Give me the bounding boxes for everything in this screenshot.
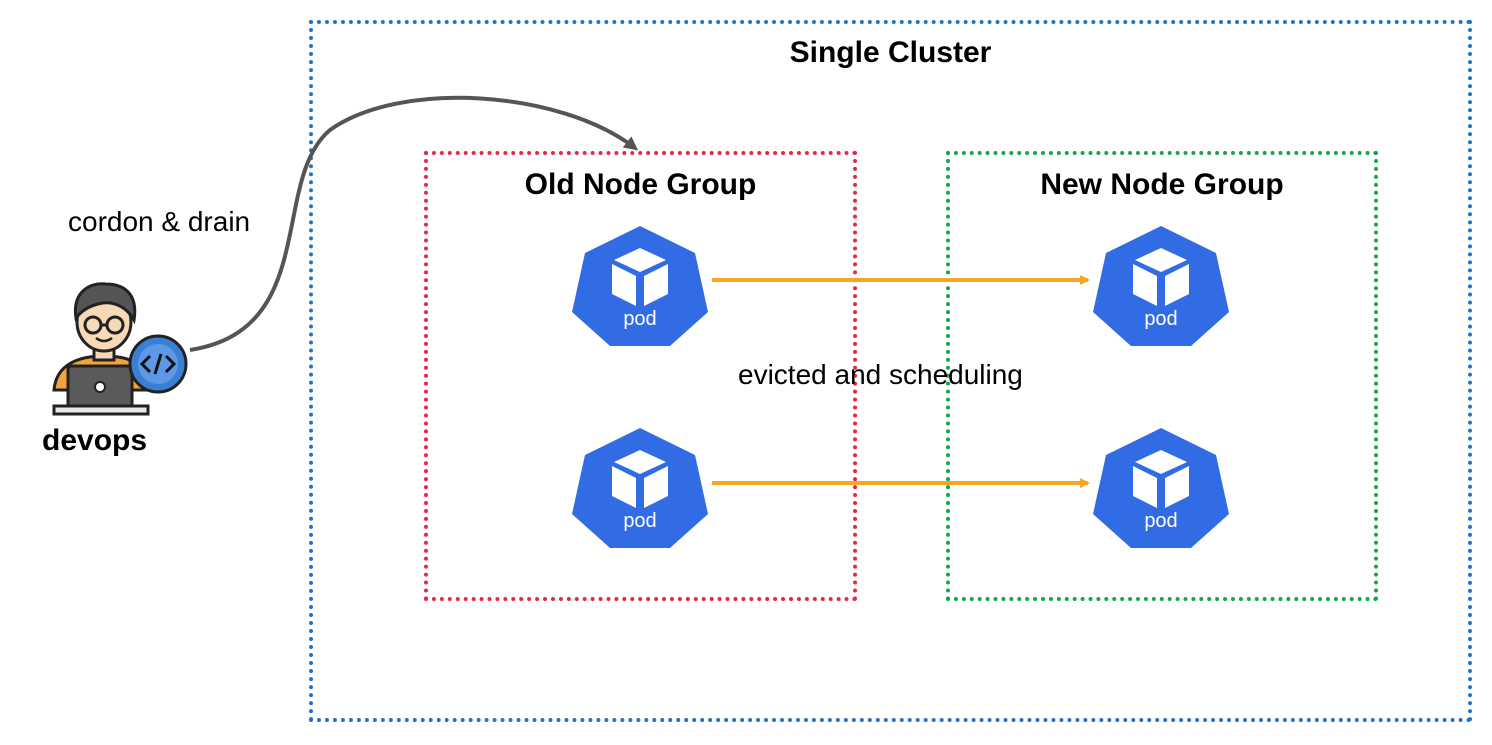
developer-laptop-icon [52,282,188,416]
pod-icon [572,226,708,346]
pod-icon [1093,226,1229,346]
new-node-group-boundary [946,151,1378,601]
pod-label: pod [623,510,657,532]
pod-icon [572,428,708,548]
evicted-scheduling-label: evicted and scheduling [738,359,1023,390]
new-pod-2: pod [1091,424,1231,552]
old-pod-1: pod [570,222,710,350]
old-pod-2: pod [570,424,710,552]
new-pod-1: pod [1091,222,1231,350]
cluster-boundary [309,20,1472,722]
cordon-drain-label: cordon & drain [68,206,251,237]
pod-label: pod [1144,510,1178,532]
old-node-group-title: Old Node Group [524,168,757,201]
pod-label: pod [1144,308,1178,330]
old-node-group-boundary [424,151,857,601]
pod-icon [1093,428,1229,548]
new-node-group-title: New Node Group [1040,168,1284,201]
devops-label: devops [42,424,148,457]
pod-label: pod [623,308,657,330]
cluster-title: Single Cluster [789,36,992,69]
